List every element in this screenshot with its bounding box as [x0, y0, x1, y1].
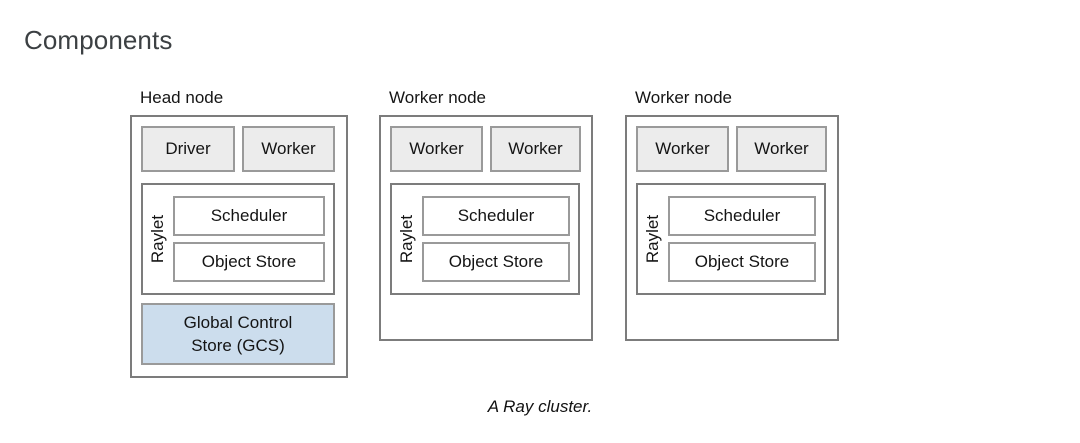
gcs-box[interactable]: Global Control Store (GCS) — [141, 303, 335, 365]
object-store-box-head[interactable]: Object Store — [173, 242, 325, 282]
process-box-driver-label: Driver — [165, 139, 211, 158]
node-box-worker-1: Worker Worker Raylet Scheduler Object St… — [379, 115, 593, 341]
process-box-worker-1a-label: Worker — [409, 139, 464, 158]
process-box-worker[interactable]: Worker — [242, 126, 335, 172]
process-box-driver[interactable]: Driver — [141, 126, 235, 172]
node-head: Head node Driver Worker Raylet Scheduler — [130, 88, 348, 378]
scheduler-label-head: Scheduler — [210, 206, 288, 225]
gcs-line-2: Store (GCS) — [191, 336, 285, 355]
node-worker-2: Worker node Worker Worker Raylet Schedul… — [625, 88, 839, 341]
scheduler-label-worker-1: Scheduler — [457, 206, 535, 225]
node-label-worker-1: Worker node — [389, 88, 487, 107]
page-title: Components — [24, 25, 173, 55]
raylet-box-worker-2: Raylet Scheduler Object Store — [636, 183, 826, 295]
raylet-inner-worker-2: Scheduler Object Store — [668, 185, 824, 293]
scheduler-box-worker-1[interactable]: Scheduler — [422, 196, 570, 236]
raylet-inner-head: Scheduler Object Store — [173, 185, 333, 293]
object-store-label-worker-1: Object Store — [448, 252, 544, 271]
object-store-label-head: Object Store — [201, 252, 297, 271]
object-store-label-worker-2: Object Store — [694, 252, 790, 271]
object-store-box-worker-1[interactable]: Object Store — [422, 242, 570, 282]
raylet-box-head: Raylet Scheduler Object Store — [141, 183, 335, 295]
raylet-label-worker-1: Raylet — [397, 214, 416, 264]
process-box-worker-2b-label: Worker — [754, 139, 809, 158]
node-label-worker-2: Worker node — [635, 88, 733, 107]
process-box-worker-1a[interactable]: Worker — [390, 126, 483, 172]
process-box-worker-1b[interactable]: Worker — [490, 126, 581, 172]
process-box-worker-label: Worker — [261, 139, 316, 158]
process-row-worker-2: Worker Worker — [636, 126, 827, 172]
node-worker-1: Worker node Worker Worker Raylet Schedul… — [379, 88, 593, 341]
gcs-line-1: Global Control — [183, 313, 293, 332]
scheduler-box-worker-2[interactable]: Scheduler — [668, 196, 816, 236]
node-label-head: Head node — [140, 88, 224, 107]
raylet-label-worker-2: Raylet — [643, 214, 662, 264]
process-box-worker-2b[interactable]: Worker — [736, 126, 827, 172]
figure-caption: A Ray cluster. — [487, 397, 593, 416]
process-box-worker-2a-label: Worker — [655, 139, 710, 158]
process-row-worker-1: Worker Worker — [390, 126, 581, 172]
process-row-head: Driver Worker — [141, 126, 335, 172]
node-box-head: Driver Worker Raylet Scheduler Object St… — [130, 115, 348, 378]
object-store-box-worker-2[interactable]: Object Store — [668, 242, 816, 282]
raylet-inner-worker-1: Scheduler Object Store — [422, 185, 578, 293]
process-box-worker-1b-label: Worker — [508, 139, 563, 158]
process-box-worker-2a[interactable]: Worker — [636, 126, 729, 172]
scheduler-box-head[interactable]: Scheduler — [173, 196, 325, 236]
scheduler-label-worker-2: Scheduler — [703, 206, 781, 225]
gcs-text: Global Control Store (GCS) — [184, 311, 293, 357]
node-box-worker-2: Worker Worker Raylet Scheduler Object St… — [625, 115, 839, 341]
raylet-box-worker-1: Raylet Scheduler Object Store — [390, 183, 580, 295]
raylet-label-head: Raylet — [148, 214, 167, 264]
